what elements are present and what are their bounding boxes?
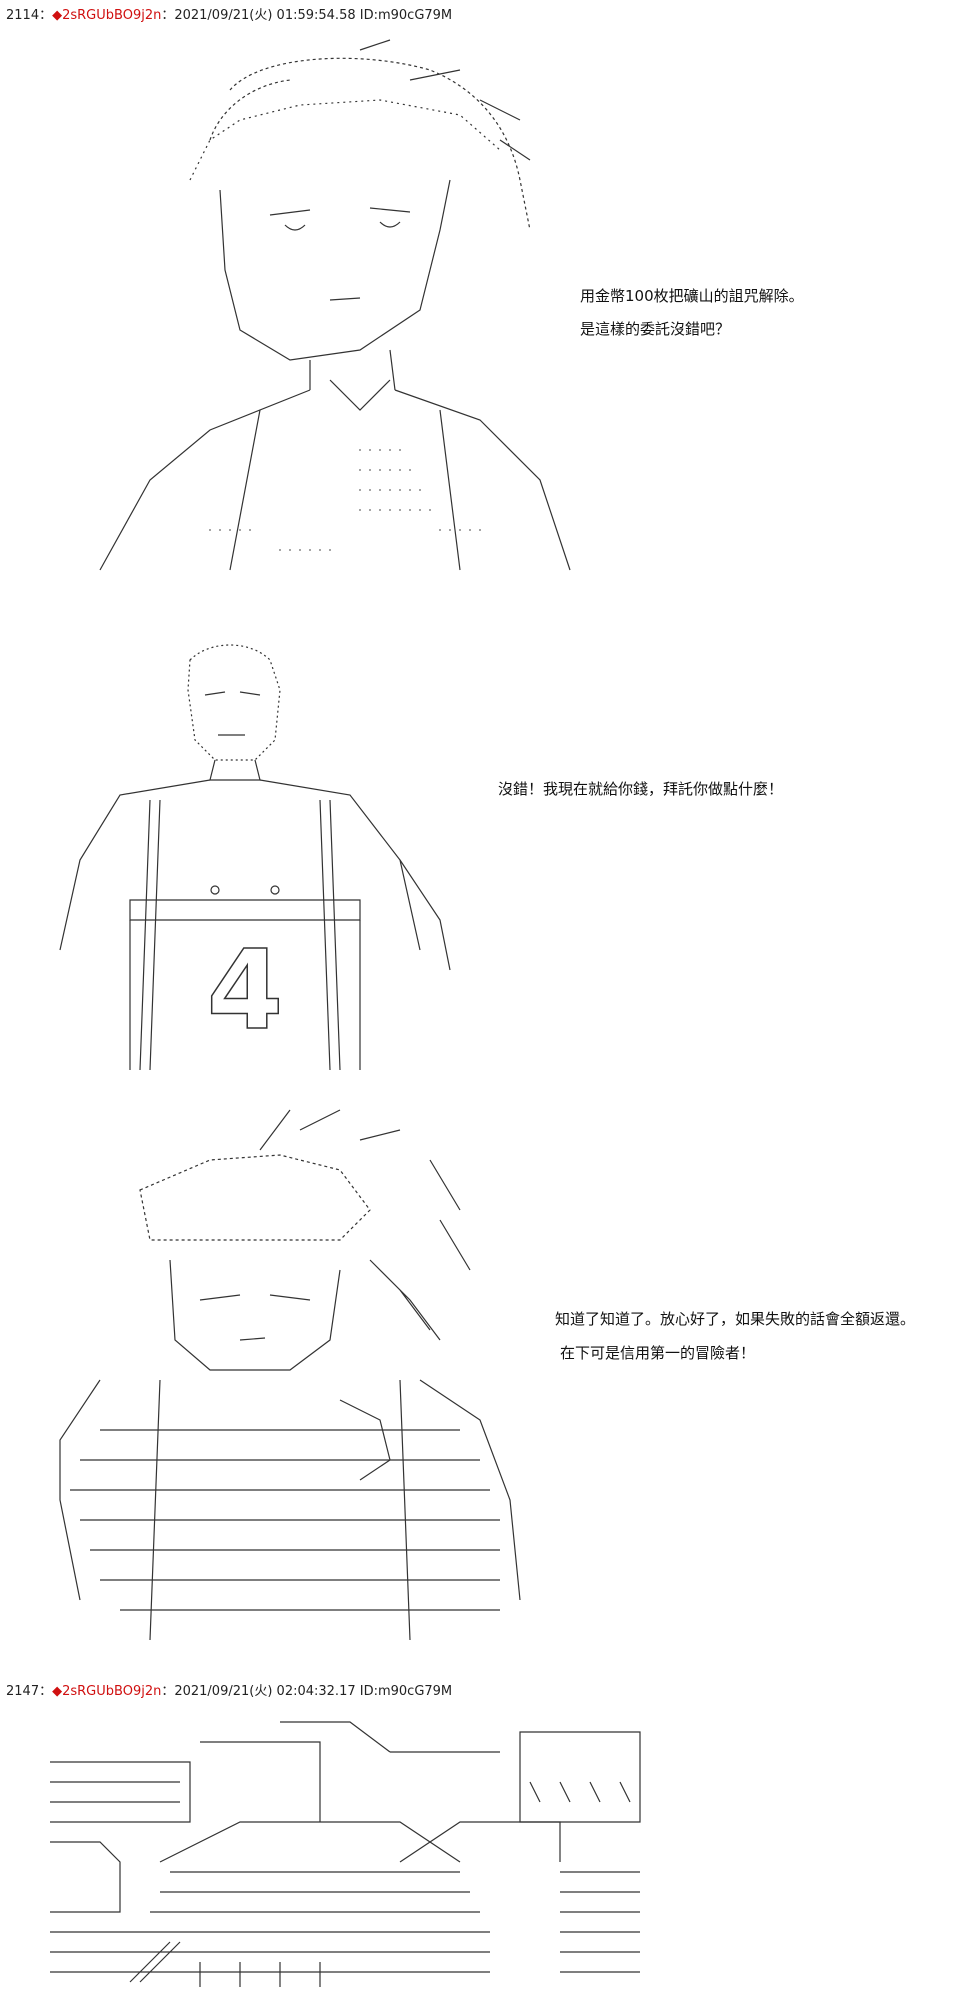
post-trip: 2sRGUbBO9j2n [62, 1684, 162, 1699]
dialog-scene1-line1: 用金幣100枚把礦山的詛咒解除。 [580, 287, 804, 305]
dialog-scene3-line1: 知道了知道了。放心好了，如果失敗的話會全額返還。 [555, 1310, 916, 1328]
post-number: 2114 [6, 8, 40, 23]
dialog-scene3-line2: 在下可是信用第一的冒險者！ [560, 1344, 756, 1362]
ascii-art-character-2: 4 [40, 630, 460, 1070]
post-trip: 2sRGUbBO9j2n [62, 8, 162, 23]
ascii-art-character-1 [60, 30, 580, 590]
post-header-2147: 2147：◆2sRGUbBO9j2n：2021/09/21(火) 02:04:3… [6, 1684, 453, 1699]
post-meta: ：2021/09/21(火) 02:04:32.17 ID:m90cG79M [161, 1684, 453, 1699]
post-number: 2147 [6, 1684, 40, 1699]
dialog-scene2-line1: 沒錯！我現在就給你錢，拜託你做點什麼！ [498, 780, 784, 798]
trip-diamond-icon: ◆ [52, 8, 63, 23]
dialog-scene1-line2: 是這樣的委託沒錯吧？ [580, 320, 731, 338]
jersey-number: 4 [206, 926, 284, 1054]
post-meta: ：2021/09/21(火) 01:59:54.58 ID:m90cG79M [161, 8, 453, 23]
ascii-art-character-3 [40, 1100, 550, 1640]
post-header-2114: 2114：◆2sRGUbBO9j2n：2021/09/21(火) 01:59:5… [6, 8, 453, 23]
trip-diamond-icon: ◆ [52, 1684, 63, 1699]
ascii-art-town-scene [40, 1712, 660, 1992]
